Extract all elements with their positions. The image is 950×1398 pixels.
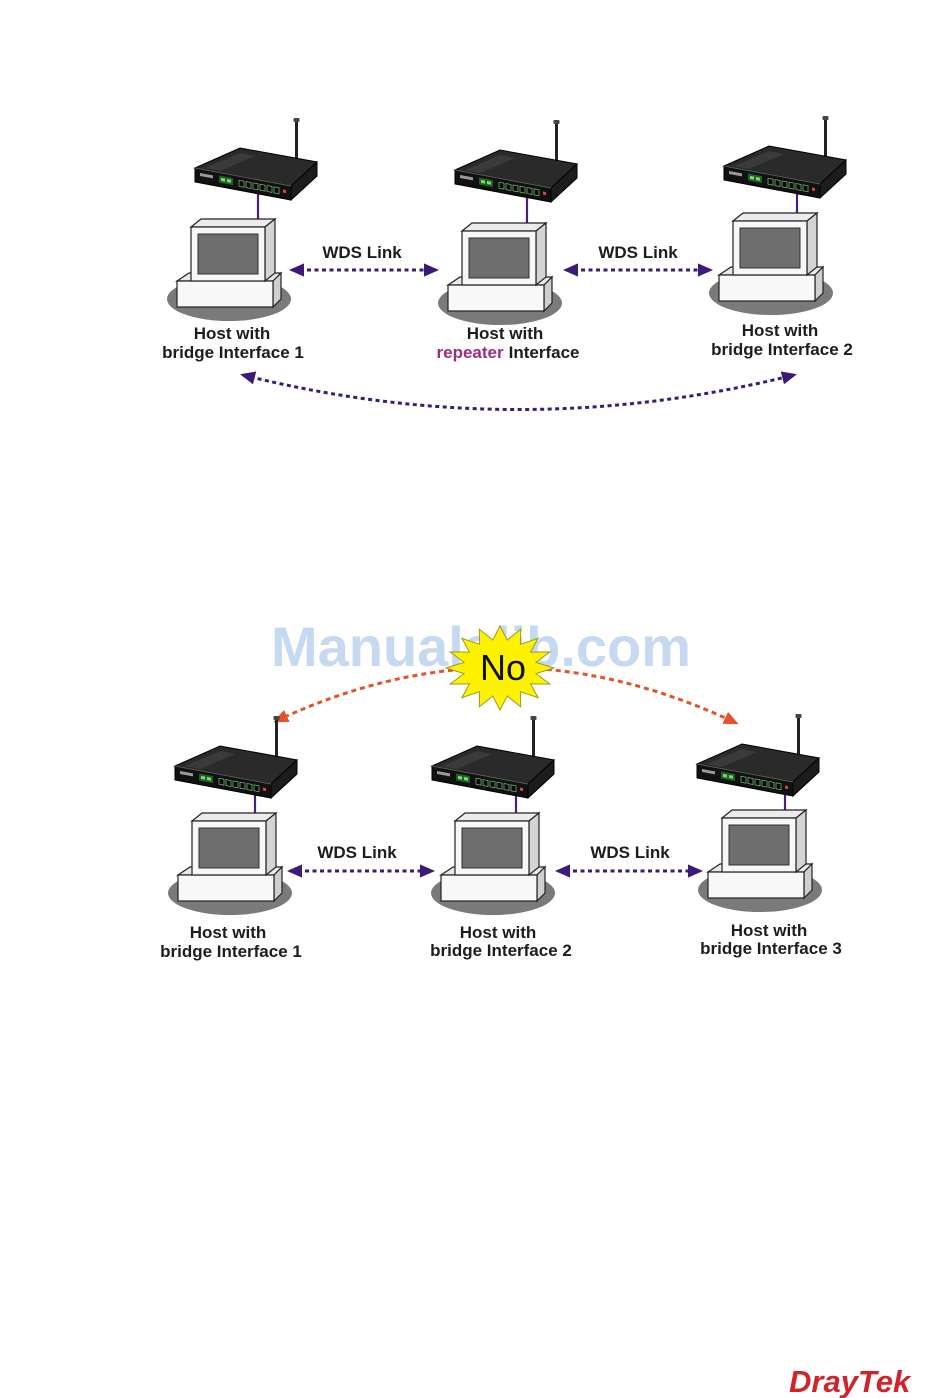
router-icon (175, 716, 297, 798)
router-icon (195, 118, 317, 200)
computer-icon (709, 213, 833, 315)
wds-link-label: WDS Link (598, 243, 678, 262)
router-icon (724, 116, 846, 198)
wds-link-label: WDS Link (317, 843, 397, 862)
host-label-line2: bridge Interface 1 (162, 343, 304, 362)
host-label-line2: bridge Interface 2 (430, 941, 572, 960)
computer-icon (168, 813, 292, 915)
computer-icon (431, 813, 555, 915)
router-icon (697, 714, 819, 796)
host-label-rest: Interface (509, 343, 580, 362)
router-icon (455, 120, 577, 202)
host-label-line1: Host with (194, 324, 271, 343)
host-label-line1: Host with (742, 321, 819, 340)
repeater-highlight: repeater (437, 343, 504, 362)
wds-diagram-repeater: WDS Link WDS Link Host with bridge Inter… (162, 116, 853, 410)
host-label-line2: bridge Interface 1 (160, 942, 302, 961)
host-label-line2: repeater Interface (437, 343, 580, 362)
wds-link-label: WDS Link (322, 243, 402, 262)
router-icon (432, 716, 554, 798)
host-label-line2: bridge Interface 2 (711, 340, 853, 359)
wds-diagram-bridge: Manualslib.com No WDS Link WDS Link Host… (160, 615, 842, 961)
host-label-line1: Host with (190, 923, 267, 942)
host-label-line1: Host with (460, 923, 537, 942)
computer-icon (167, 219, 291, 321)
callout-text: No (480, 647, 526, 688)
computer-icon (698, 810, 822, 912)
computer-icon (438, 223, 562, 325)
wds-link-label: WDS Link (590, 843, 670, 862)
host-label-line2: bridge Interface 3 (700, 939, 842, 958)
host-label-line1: Host with (467, 324, 544, 343)
host-label-line1: Host with (731, 921, 808, 940)
draytek-logo: DrayTek (789, 1364, 912, 1398)
wds-link-arrow-end-to-end (243, 375, 794, 410)
